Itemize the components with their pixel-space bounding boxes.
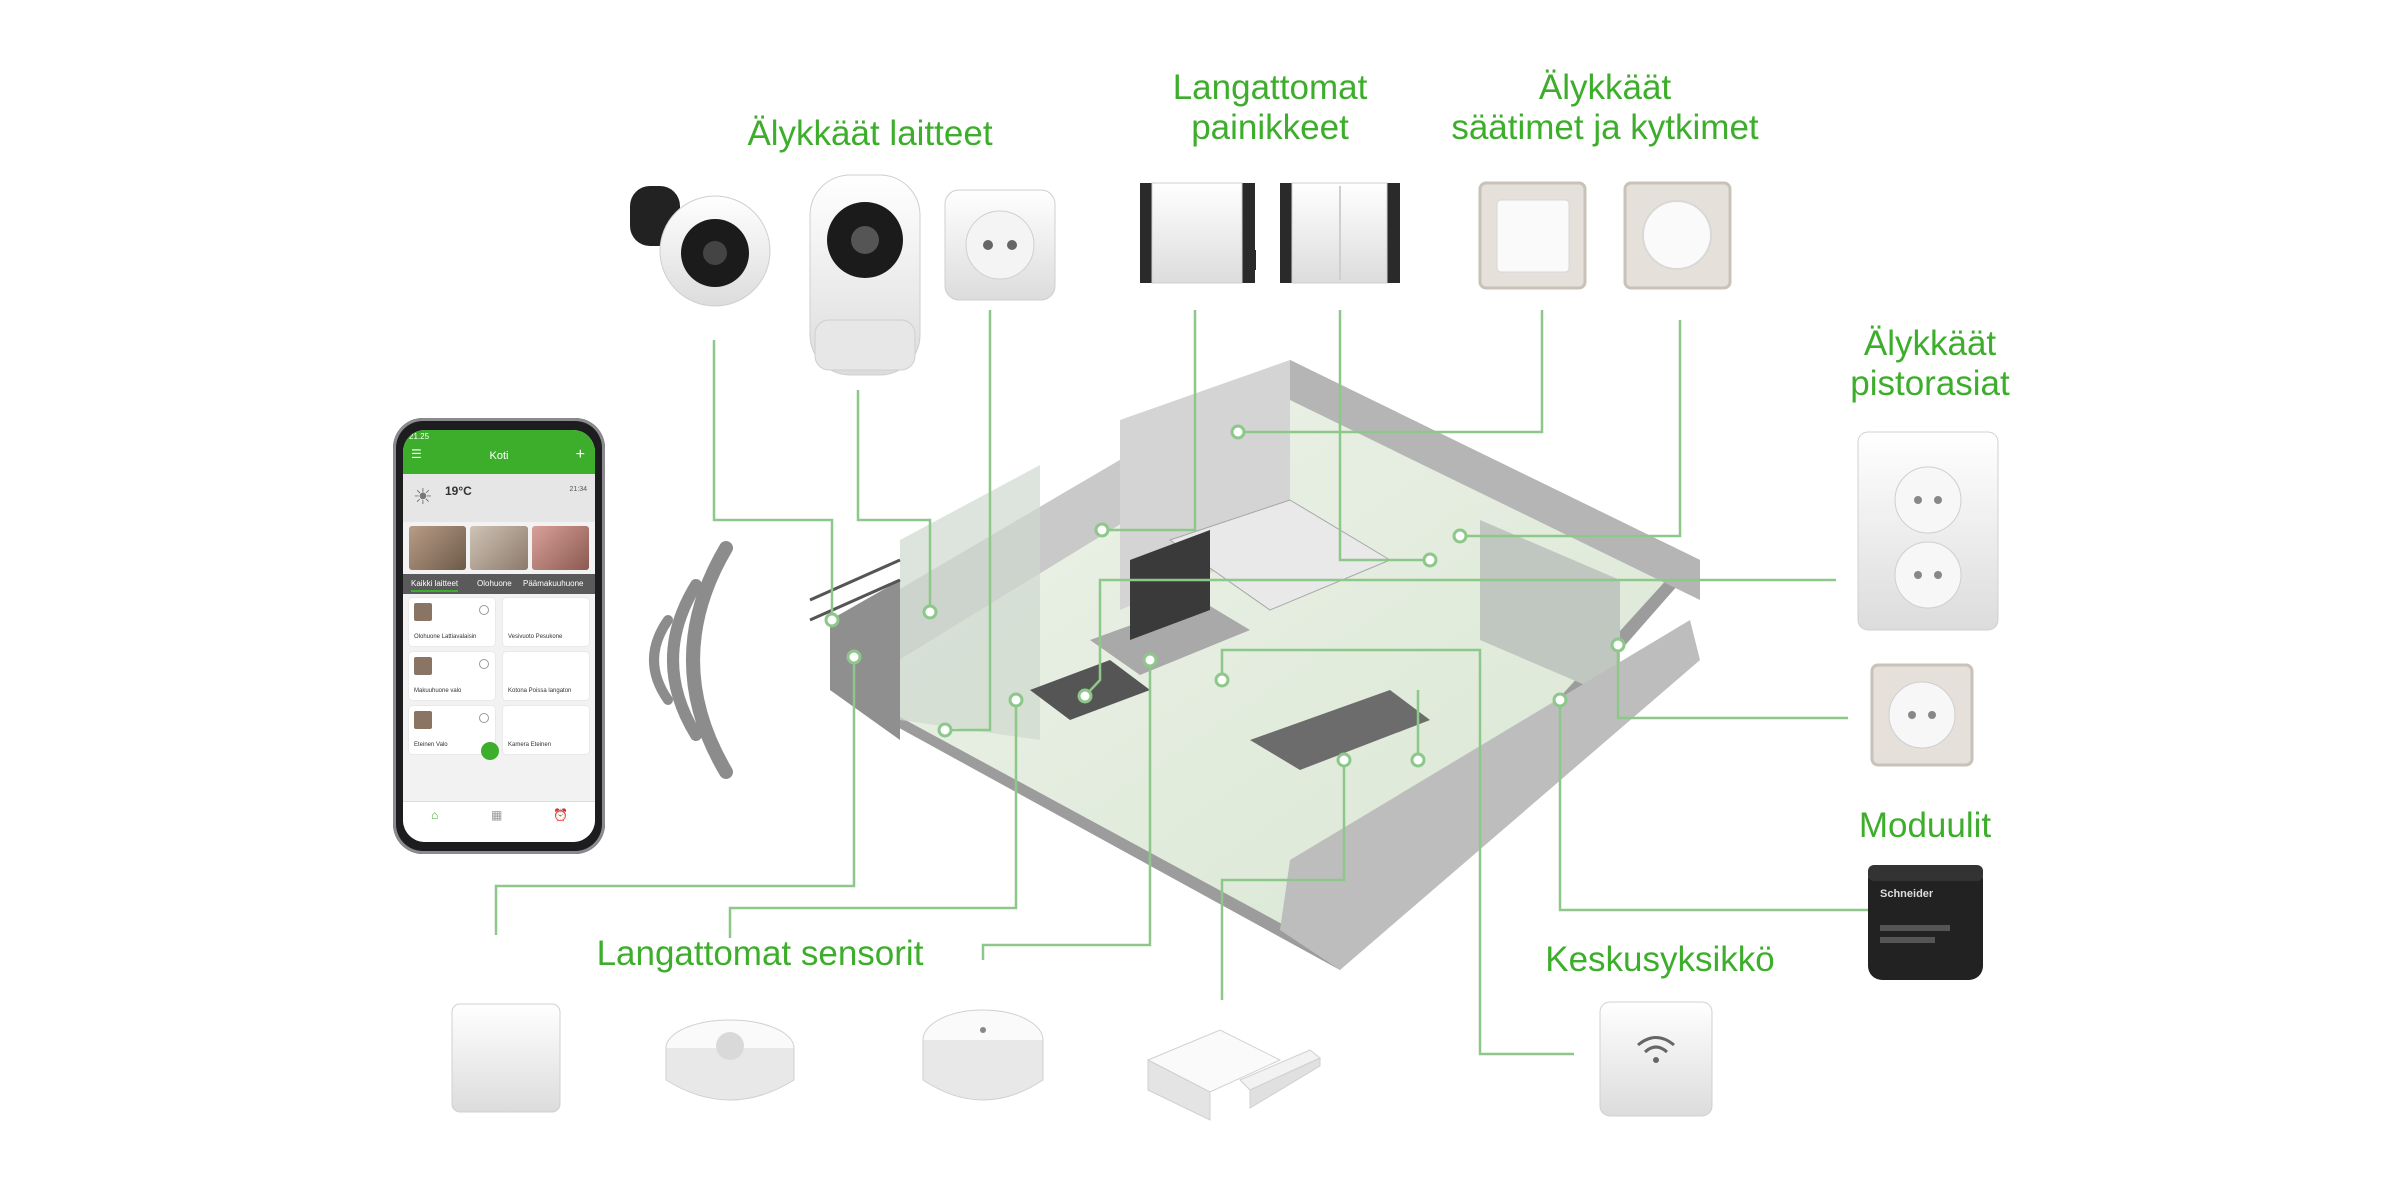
module-brand-label: Schneider [1880,888,1934,900]
sun-icon: ☀ [413,484,433,509]
tab-living-room[interactable]: Olohuone [477,579,512,588]
scene-tile[interactable] [470,526,528,570]
leader-lines [494,310,1870,1056]
water-leak-sensor-icon [922,1009,1044,1101]
module-icon [1868,865,1983,980]
door-window-sensor-icon [1146,1029,1321,1121]
wireless-button-single-icon [1140,182,1256,284]
phone-screen: 21.25 ☰ Koti + ☀ 19°C 21:34 Kaikki laitt… [403,430,595,842]
device-thumb [414,711,432,729]
sofa [1090,600,1250,675]
front-wall [1280,620,1700,970]
app-title: Koti [489,450,509,462]
label-smart-sockets: Älykkäät pistorasiat [1850,324,2010,403]
scene-row [409,526,589,570]
balcony [830,580,900,740]
power-icon[interactable] [479,659,489,669]
device-card[interactable]: Kotona Poissa langaton [503,652,589,700]
indoor-camera-icon [809,174,921,376]
add-icon[interactable]: + [575,446,585,463]
label-smart-dimmers: Älykkäät säätimet ja kytkimet [1451,68,1759,147]
kitchen-island [1250,690,1430,770]
grid-icon[interactable]: ▦ [491,808,503,822]
smartphone: 21.25 ☰ Koti + ☀ 19°C 21:34 Kaikki laitt… [393,418,605,854]
power-icon[interactable] [479,713,489,723]
weather-time: 21:34 [569,486,587,493]
connection-dots [824,424,1626,768]
label-modules: Moduulit [1858,806,1992,845]
wifi-signal-icon [649,541,733,779]
bathroom [1480,520,1620,700]
house-back-wall-right [1290,360,1700,600]
motion-sensor-icon [665,1019,795,1101]
device-card[interactable]: Eteinen Valo [409,706,495,754]
tv [1130,530,1210,640]
app-header: 21.25 ☰ Koti + [403,430,595,474]
room-tabs: Kaikki laitteet Olohuone Päämakuuhuone [403,574,595,594]
weather-temp: 19°C [445,484,472,498]
tab-master-bedroom[interactable]: Päämakuuhuone [523,579,584,588]
device-card[interactable]: Kamera Eteinen [503,706,589,754]
tab-all-devices[interactable]: Kaikki laitteet [411,579,459,592]
wireless-sensor-button-icon [451,1003,561,1113]
scene-tile[interactable] [409,526,467,570]
smart-socket-icon [1870,663,1974,767]
scene-tile[interactable] [531,526,589,570]
fab-button[interactable] [481,742,499,760]
label-wireless-buttons: Langattomat painikkeet [1172,68,1368,147]
wireless-button-double-icon [1280,182,1400,284]
label-wireless-sensors: Langattomat sensorit [596,934,924,973]
device-card[interactable]: Vesivuoto Pesukone [503,598,589,646]
menu-icon[interactable]: ☰ [411,447,422,461]
device-card[interactable]: Olohuone Lattiavalaisin [409,598,495,646]
home-icon[interactable]: ⌂ [431,808,439,822]
device-thumb [414,657,432,675]
device-card[interactable]: Makuuhuone valo [409,652,495,700]
power-icon[interactable] [479,605,489,615]
label-smart-devices: Älykkäät laitteet [747,114,993,153]
label-hub: Keskusyksikkö [1545,940,1775,979]
smart-dimmer-icon [1623,181,1732,290]
smart-double-socket-icon [1857,431,1999,631]
outdoor-camera-icon [630,186,771,307]
weather-widget: ☀ 19°C 21:34 [403,474,595,522]
smart-plug-icon [944,189,1056,301]
device-thumb [414,603,432,621]
house-floor [850,380,1680,950]
house-model [809,360,1700,970]
smart-switch-icon [1478,181,1587,290]
hub-icon [1599,1001,1713,1117]
status-time: 21.25 [409,432,430,441]
glass-wall [900,465,1040,740]
bottom-nav: ⌂ ▦ ⏰ [403,801,595,842]
alarm-icon[interactable]: ⏰ [553,808,568,822]
